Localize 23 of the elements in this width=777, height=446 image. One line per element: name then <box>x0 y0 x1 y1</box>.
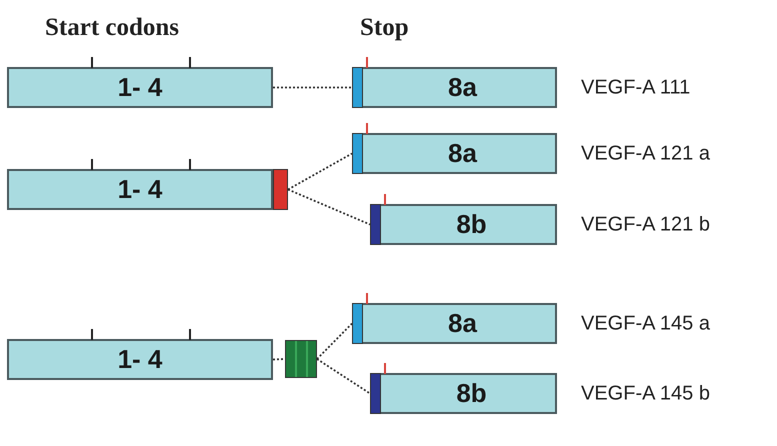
dotted-connector <box>273 86 352 88</box>
dotted-connector <box>316 358 370 394</box>
exon-label: 1- 4 <box>118 344 162 375</box>
exon-label: 8a <box>447 308 477 339</box>
exon-label: 8b <box>455 378 487 409</box>
exon-label: 1- 4 <box>118 72 162 103</box>
exon-label: 8a <box>447 72 477 103</box>
isoform-label: VEGF-A 111 <box>581 76 690 99</box>
column-heading: Stop <box>360 14 409 42</box>
column-heading: Start codons <box>45 14 180 42</box>
dotted-connector <box>316 322 353 360</box>
exon-label: 8a <box>447 138 477 169</box>
isoform-label: VEGF-A 121 b <box>581 213 710 236</box>
exon-segment <box>273 169 288 210</box>
exon-label: 1- 4 <box>118 174 162 205</box>
isoform-label: VEGF-A 145 a <box>581 312 710 335</box>
exon-segment <box>285 340 317 378</box>
dotted-connector <box>288 188 370 226</box>
dotted-connector <box>272 358 286 360</box>
isoform-label: VEGF-A 121 a <box>581 142 710 165</box>
exon-label: 8b <box>455 209 487 240</box>
dotted-connector <box>288 152 352 190</box>
isoform-label: VEGF-A 145 b <box>581 382 710 405</box>
